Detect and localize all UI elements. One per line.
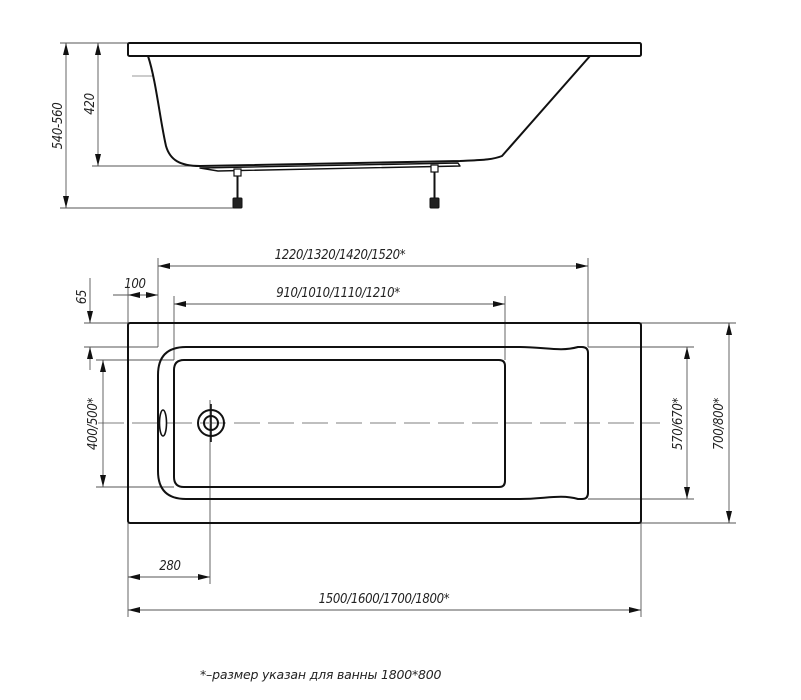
basin-width-label: 400/500* [86,398,101,450]
inner-length-label: 1220/1320/1420/1520* [275,248,406,263]
leg-left [232,168,243,209]
overall-width-label: 700/800* [712,398,727,450]
support-frame [199,162,461,172]
bathtub-outer-rim [127,322,642,524]
overall-length-label: 1500/1600/1700/1800* [319,592,450,607]
footnote: *–размер указан для ванны 1800*800 [200,667,442,682]
bathtub-rim [127,42,642,57]
basin-length-label: 910/1010/1110/1210* [276,286,400,301]
side-view: 540-560 420 [51,42,642,209]
drain-offset-label: 280 [159,559,180,574]
side-rim-label: 65 [75,290,90,304]
rim-offset-label: 100 [124,277,145,292]
inner-width-label: 570/670* [671,398,686,450]
drain-icon [197,404,225,442]
bathtub-side-body [147,55,591,167]
leg-right [429,164,440,209]
bowl-depth-label: 420 [83,93,98,114]
plan-view: 1220/1320/1420/1520* 910/1010/1110/1210*… [75,248,736,617]
bathtub-inner-bowl [157,346,589,500]
bathtub-basin [173,359,506,488]
overall-height-label: 540-560 [51,103,66,150]
overflow-icon [158,409,168,437]
